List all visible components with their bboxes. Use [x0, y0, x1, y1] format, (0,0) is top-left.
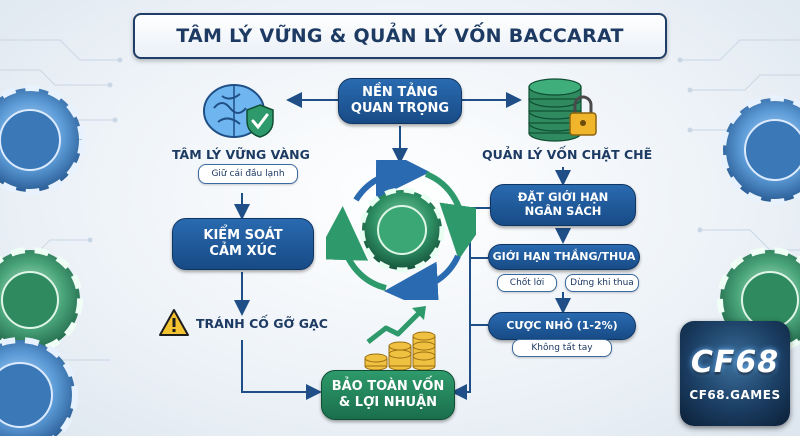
preserve-capital-line1: BẢO TOÀN VỐN — [331, 379, 445, 395]
logo-domain-text: CF68.GAMES — [689, 388, 781, 402]
mindset-heading: TÂM LÝ VỮNG VÀNG — [172, 147, 310, 162]
money-management-heading: QUẢN LÝ VỐN CHẶT CHẼ — [482, 147, 653, 162]
poker-chip-icon — [359, 187, 445, 273]
budget-limit-line2: NGÂN SÁCH — [524, 204, 602, 218]
poker-chip-icon — [0, 337, 78, 436]
poker-chip-icon — [0, 247, 83, 353]
cycle-arrows-icon — [326, 160, 476, 300]
no-all-in-tag: Không tất tay — [512, 339, 612, 357]
shield-check-icon — [246, 104, 274, 138]
logo-main-text: CF68 — [690, 345, 780, 380]
page-title: TÂM LÝ VỮNG & QUẢN LÝ VỐN BACCARAT — [176, 25, 624, 47]
take-profit-tag: Chốt lời — [497, 274, 557, 292]
preserve-capital-line2: & LỢI NHUẬN — [338, 395, 438, 410]
foundation-line2: QUAN TRỌNG — [350, 101, 450, 116]
title-banner: TÂM LÝ VỮNG & QUẢN LÝ VỐN BACCARAT — [133, 13, 667, 59]
win-loss-limit-node: GIỚI HẠN THẮNG/THUA — [488, 244, 640, 270]
avoid-chasing-losses: TRÁNH CỐ GỠ GẠC — [196, 316, 328, 331]
cool-head-note: Giữ cái đầu lạnh — [198, 164, 298, 184]
emotion-control-line2: CẢM XÚC — [209, 244, 277, 259]
budget-limit-line1: ĐẶT GIỚI HẠN — [517, 190, 609, 205]
growth-coins-icon — [364, 306, 436, 371]
poker-chip-icon — [720, 95, 800, 205]
stop-loss-tag: Dừng khi thua — [565, 274, 639, 292]
emotion-control-line1: KIỂM SOÁT — [203, 228, 283, 244]
poker-chip-icon — [0, 85, 85, 195]
small-bet-node: CƯỢC NHỎ (1-2%) — [488, 312, 636, 340]
preserve-capital-node: BẢO TOÀN VỐN& LỢI NHUẬN — [321, 370, 455, 420]
brand-logo: CF68 CF68.GAMES — [680, 321, 790, 426]
foundation-line1: NỀN TẢNG — [362, 85, 438, 101]
chip-stack-lock-icon — [528, 78, 597, 142]
warning-icon — [159, 309, 189, 336]
